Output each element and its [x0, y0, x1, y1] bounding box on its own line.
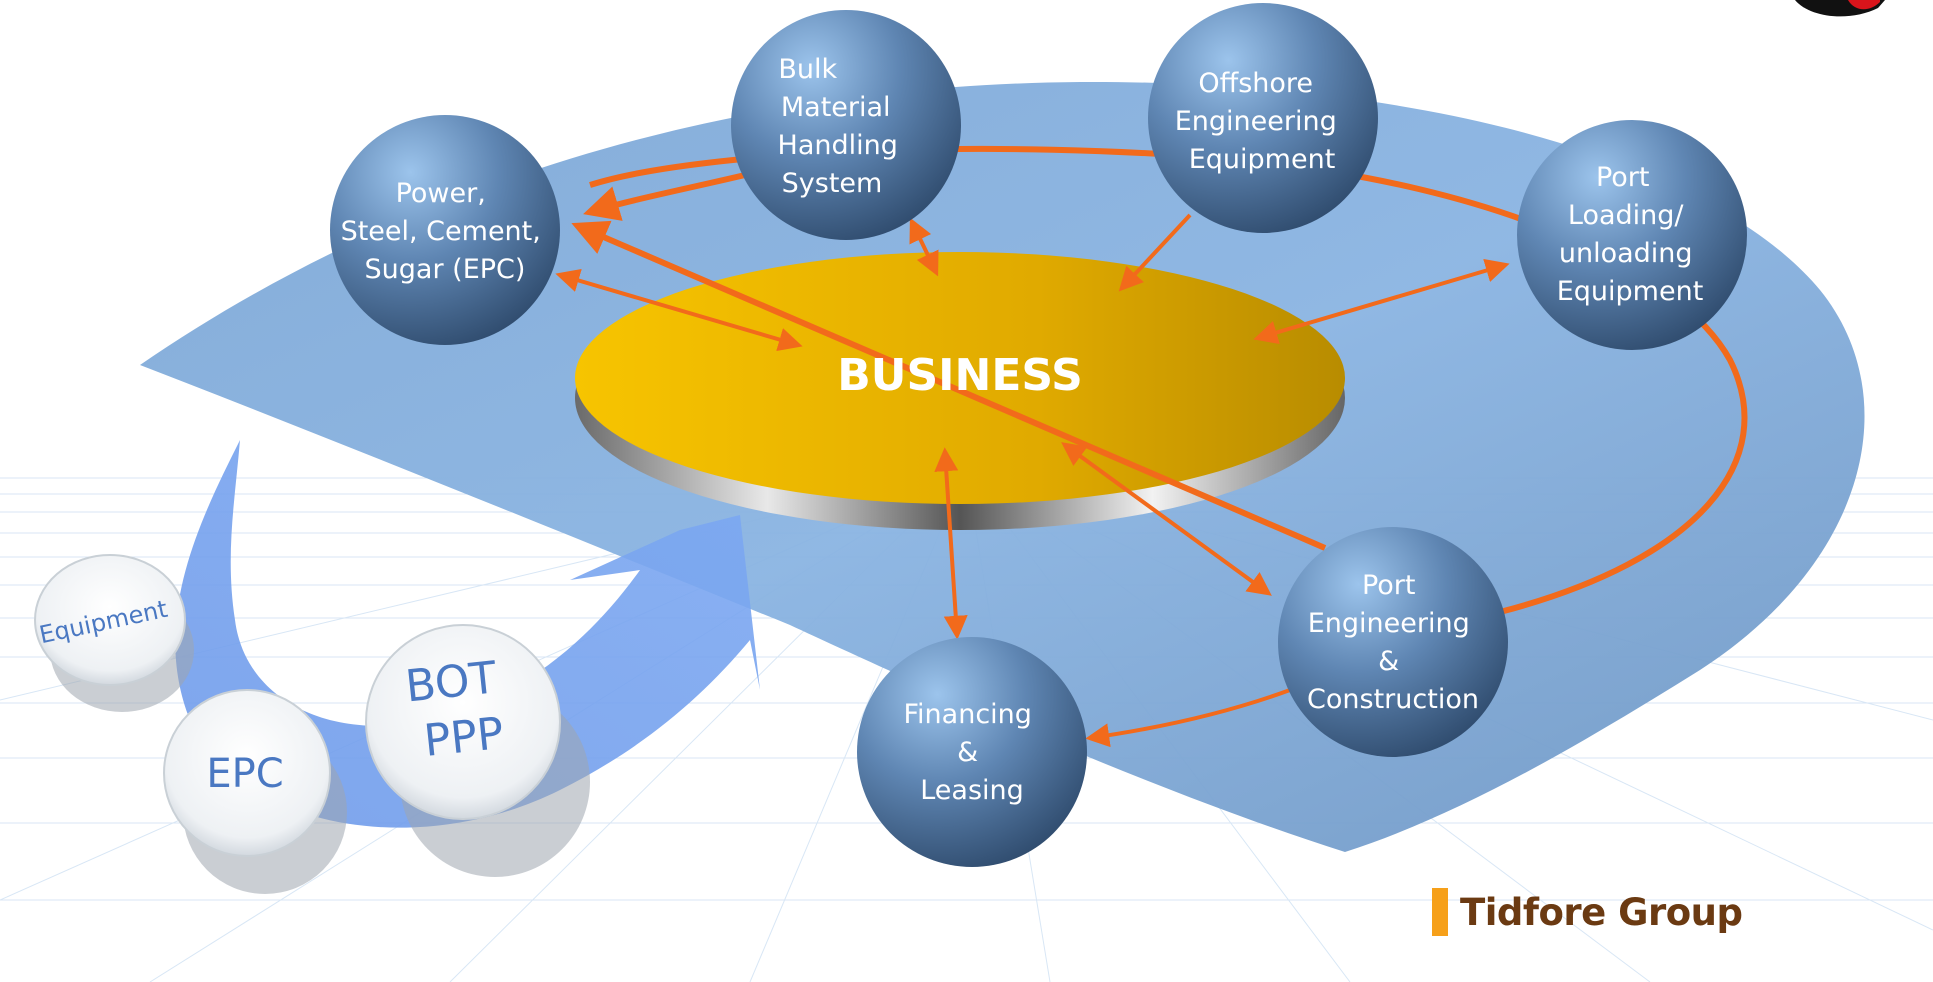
node-offshore-line-2: Engineering [1175, 106, 1337, 137]
node-bulk-line-3: Handling [778, 130, 898, 161]
connector-arrows [555, 213, 1510, 640]
svg-text:Bulk Material Hand: Bulk Material Handling System [778, 54, 907, 199]
brand-label: Tidfore Group [1432, 888, 1743, 936]
brand-name: Tidfore Group [1460, 890, 1743, 934]
pill-bot-label: BOT [403, 652, 499, 712]
pill-equipment: Equipment [34, 554, 194, 712]
node-port-loading-line-3: unloading [1559, 238, 1693, 269]
company-logo [1795, 0, 1885, 17]
node-power-line-2: Steel, Cement, [341, 216, 541, 247]
node-port-loading-line-4: Equipment [1557, 276, 1704, 307]
business-label: BUSINESS [837, 350, 1083, 401]
node-port-eng-line-1: Port [1362, 570, 1416, 601]
svg-text:Financing & Leasin: Financing & Leasing [903, 699, 1040, 806]
node-offshore-line-3: Equipment [1189, 144, 1336, 175]
node-port-eng-line-4: Construction [1307, 684, 1479, 715]
node-port-loading-line-1: Port [1596, 162, 1650, 193]
svg-text:Port Loading/ unlo: Port Loading/ unloading Equipment [1557, 162, 1704, 307]
node-offshore-line-1: Offshore [1198, 68, 1313, 99]
orbit-ring-lower [1085, 688, 1291, 748]
node-port-eng-line-2: Engineering [1308, 608, 1470, 639]
node-port-loading-line-2: Loading/ [1568, 200, 1685, 231]
node-financing-line-1: Financing [903, 699, 1031, 730]
node-offshore: Offshore Engineering Equipment [1148, 3, 1378, 233]
svg-text:Offshore Engineering: Offshore Engineering Equipment [1175, 68, 1346, 175]
node-port-engineering: Port Engineering & Construction [1278, 527, 1508, 757]
node-financing-line-2: & [957, 737, 978, 768]
node-financing: Financing & Leasing [857, 637, 1087, 867]
node-power-line-3: Sugar (EPC) [365, 254, 526, 285]
node-port-eng-line-3: & [1378, 646, 1399, 677]
node-bulk-line-1: Bulk [778, 54, 837, 85]
orbit-ring-left [583, 172, 746, 221]
pill-bot-ppp: BOT PPP [365, 624, 590, 877]
growth-arrow [175, 440, 761, 828]
node-bulk-material: Bulk Material Handling System [731, 10, 961, 240]
node-bulk-line-4: System [782, 168, 883, 199]
pill-ppp-label: PPP [422, 708, 507, 767]
pill-epc-label: EPC [206, 751, 283, 797]
svg-text:BOT PPP: BOT PPP [403, 651, 519, 768]
pill-epc: EPC [163, 689, 347, 894]
node-power-line-1: Power, [396, 178, 486, 209]
node-bulk-line-2: Material [781, 92, 891, 123]
svg-text:Power, Steel, Cement,: Power, Steel, Cement, Sugar (EPC) [341, 178, 550, 285]
brand-bar [1432, 888, 1448, 936]
svg-text:Port Engineering &: Port Engineering & Construction [1307, 570, 1479, 715]
node-port-loading: Port Loading/ unloading Equipment [1517, 120, 1747, 350]
node-financing-line-3: Leasing [920, 775, 1024, 806]
node-power: Power, Steel, Cement, Sugar (EPC) [330, 115, 560, 345]
